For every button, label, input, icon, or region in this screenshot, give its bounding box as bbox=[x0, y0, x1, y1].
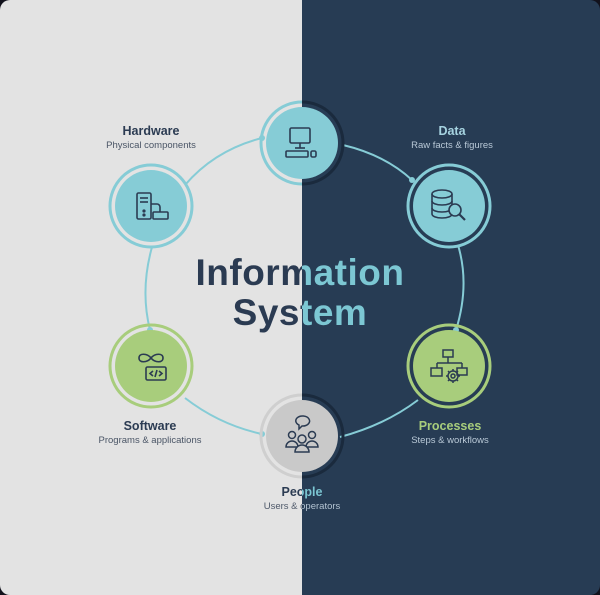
title-line-1: Information bbox=[0, 253, 600, 293]
label-hardware: Hardware Physical components bbox=[106, 124, 196, 152]
connector-computer-data bbox=[342, 144, 413, 181]
people-chat-icon bbox=[285, 415, 319, 453]
left-panel-light bbox=[0, 0, 302, 595]
people-title: People bbox=[264, 485, 341, 500]
data-subtitle: Raw facts & figures bbox=[411, 140, 493, 151]
data-title: Data bbox=[438, 124, 466, 138]
flowchart-gear-icon bbox=[430, 349, 468, 383]
desktop-computer-icon bbox=[285, 127, 317, 158]
connector-lines bbox=[144, 137, 465, 438]
software-title: Software bbox=[123, 419, 177, 433]
server-keyboard-icon bbox=[136, 192, 169, 220]
connector-data-processes bbox=[455, 244, 465, 331]
node-processes[interactable] bbox=[406, 323, 492, 409]
database-search-icon bbox=[431, 189, 466, 221]
label-people: People Users & operators bbox=[264, 485, 341, 513]
connector-hardware-software bbox=[144, 246, 153, 331]
node-data[interactable] bbox=[406, 163, 492, 249]
connector-processes-people bbox=[339, 399, 419, 438]
right-panel-dark bbox=[302, 0, 600, 595]
page-title: Information System bbox=[0, 253, 600, 333]
processes-title: Processes bbox=[418, 419, 482, 433]
hardware-title: Hardware bbox=[122, 124, 180, 138]
software-subtitle: Programs & applications bbox=[98, 435, 202, 446]
connector-hardware-computer bbox=[184, 137, 263, 186]
node-computer[interactable] bbox=[259, 100, 345, 186]
hardware-subtitle: Physical components bbox=[106, 140, 196, 151]
people-subtitle: Users & operators bbox=[263, 501, 341, 512]
infinity-code-icon bbox=[138, 353, 167, 381]
node-software[interactable] bbox=[108, 323, 194, 409]
title-line-2: System bbox=[0, 293, 600, 333]
node-hardware[interactable] bbox=[108, 163, 194, 249]
label-data: Data Raw facts & figures bbox=[411, 124, 493, 152]
node-people[interactable] bbox=[259, 393, 345, 479]
connector-software-people bbox=[184, 397, 263, 435]
label-software: Software Programs & applications bbox=[99, 419, 202, 447]
label-processes: Processes Steps & workflows bbox=[411, 419, 489, 447]
processes-subtitle: Steps & workflows bbox=[411, 435, 489, 446]
